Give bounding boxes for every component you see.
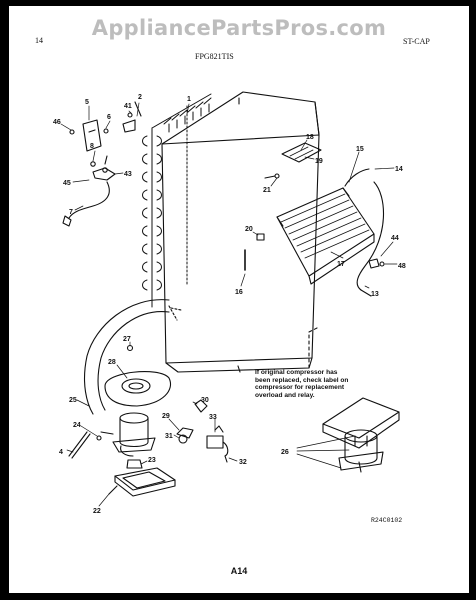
callout-6: 6: [107, 114, 111, 121]
callout-28: 28: [108, 359, 116, 366]
compressor-replacement-note: If original compressor has been replaced…: [255, 369, 405, 399]
callout-43: 43: [124, 171, 132, 178]
callout-31: 31: [165, 433, 173, 440]
callout-27: 27: [123, 336, 131, 343]
parts-diagram-sheet: AppliancePartsPros.com 14 FPG821TIS ST-C…: [9, 6, 469, 593]
callout-25: 25: [69, 397, 77, 404]
evaporator-cover: [281, 142, 322, 163]
callout-8: 8: [90, 143, 94, 150]
footer-page-label: A14: [230, 566, 248, 576]
callout-18: 18: [306, 134, 314, 141]
exploded-view-drawing: 46 5 6 41 2 1 8 43 45 7 18 19 15 14 21 2…: [53, 91, 406, 515]
overload-30: [194, 399, 208, 413]
callout-13: 13: [371, 291, 379, 298]
drawing-code: R24C0102: [371, 517, 403, 524]
clip-20: [256, 233, 265, 241]
note-line: compressor for replacement: [255, 384, 345, 392]
callout-33: 33: [209, 414, 217, 421]
model-number: FPG821TIS: [195, 52, 234, 61]
callout-2: 2: [138, 94, 142, 101]
clip-24: [96, 435, 102, 441]
callout-14: 14: [395, 166, 403, 173]
drain-pan: [104, 371, 171, 407]
section-code: ST-CAP: [403, 37, 430, 46]
mount-23: [126, 459, 143, 469]
callout-labels: 46 5 6 41 2 1 8 43 45 7 18 19 15 14 21 2…: [53, 94, 406, 515]
wire-32: [224, 455, 228, 463]
condenser-coil: [142, 93, 212, 308]
callout-19: 19: [315, 158, 323, 165]
upper-left-parts: [62, 101, 142, 227]
cabinet-body: [161, 91, 320, 373]
callout-41: 41: [124, 103, 132, 110]
callout-17: 17: [337, 261, 345, 268]
callout-23: 23: [148, 457, 156, 464]
cover-31: [178, 434, 188, 444]
screw-21-head: [274, 173, 280, 179]
callout-30: 30: [201, 397, 209, 404]
callout-22: 22: [93, 508, 101, 515]
callout-15: 15: [356, 146, 364, 153]
callout-45: 45: [63, 180, 71, 187]
heater-44: [368, 258, 380, 269]
drain-hose: [84, 299, 182, 415]
clip-48: [379, 261, 385, 267]
callout-5: 5: [85, 99, 89, 106]
washer-4: [68, 431, 91, 459]
evaporator-assembly: [276, 168, 384, 297]
callout-32: 32: [239, 459, 247, 466]
page-number: 14: [35, 36, 43, 45]
callout-48: 48: [398, 263, 406, 270]
note-line: overload and relay.: [255, 391, 315, 399]
relay-29: [176, 427, 194, 439]
callout-44: 44: [391, 235, 399, 242]
replacement-compressor: [322, 397, 400, 473]
leader-lines: [60, 102, 398, 507]
callout-21: 21: [263, 187, 271, 194]
callout-26: 26: [281, 449, 289, 456]
callout-16: 16: [235, 289, 243, 296]
watermark: AppliancePartsPros.com: [91, 16, 387, 40]
callout-4: 4: [59, 449, 63, 456]
compressor: [112, 412, 156, 457]
note-line: been replaced, check label on: [255, 376, 349, 384]
callout-7: 7: [69, 209, 73, 216]
screw-21: [264, 175, 276, 179]
callout-24: 24: [73, 422, 81, 429]
capacitor-33: [206, 425, 229, 457]
callout-29: 29: [162, 413, 170, 420]
callout-46: 46: [53, 119, 61, 126]
compressor-base-22: [108, 467, 176, 497]
grommet-25: [100, 431, 114, 435]
note-line: If original compressor has: [255, 369, 338, 376]
callout-20: 20: [245, 226, 253, 233]
callout-1: 1: [187, 96, 191, 103]
